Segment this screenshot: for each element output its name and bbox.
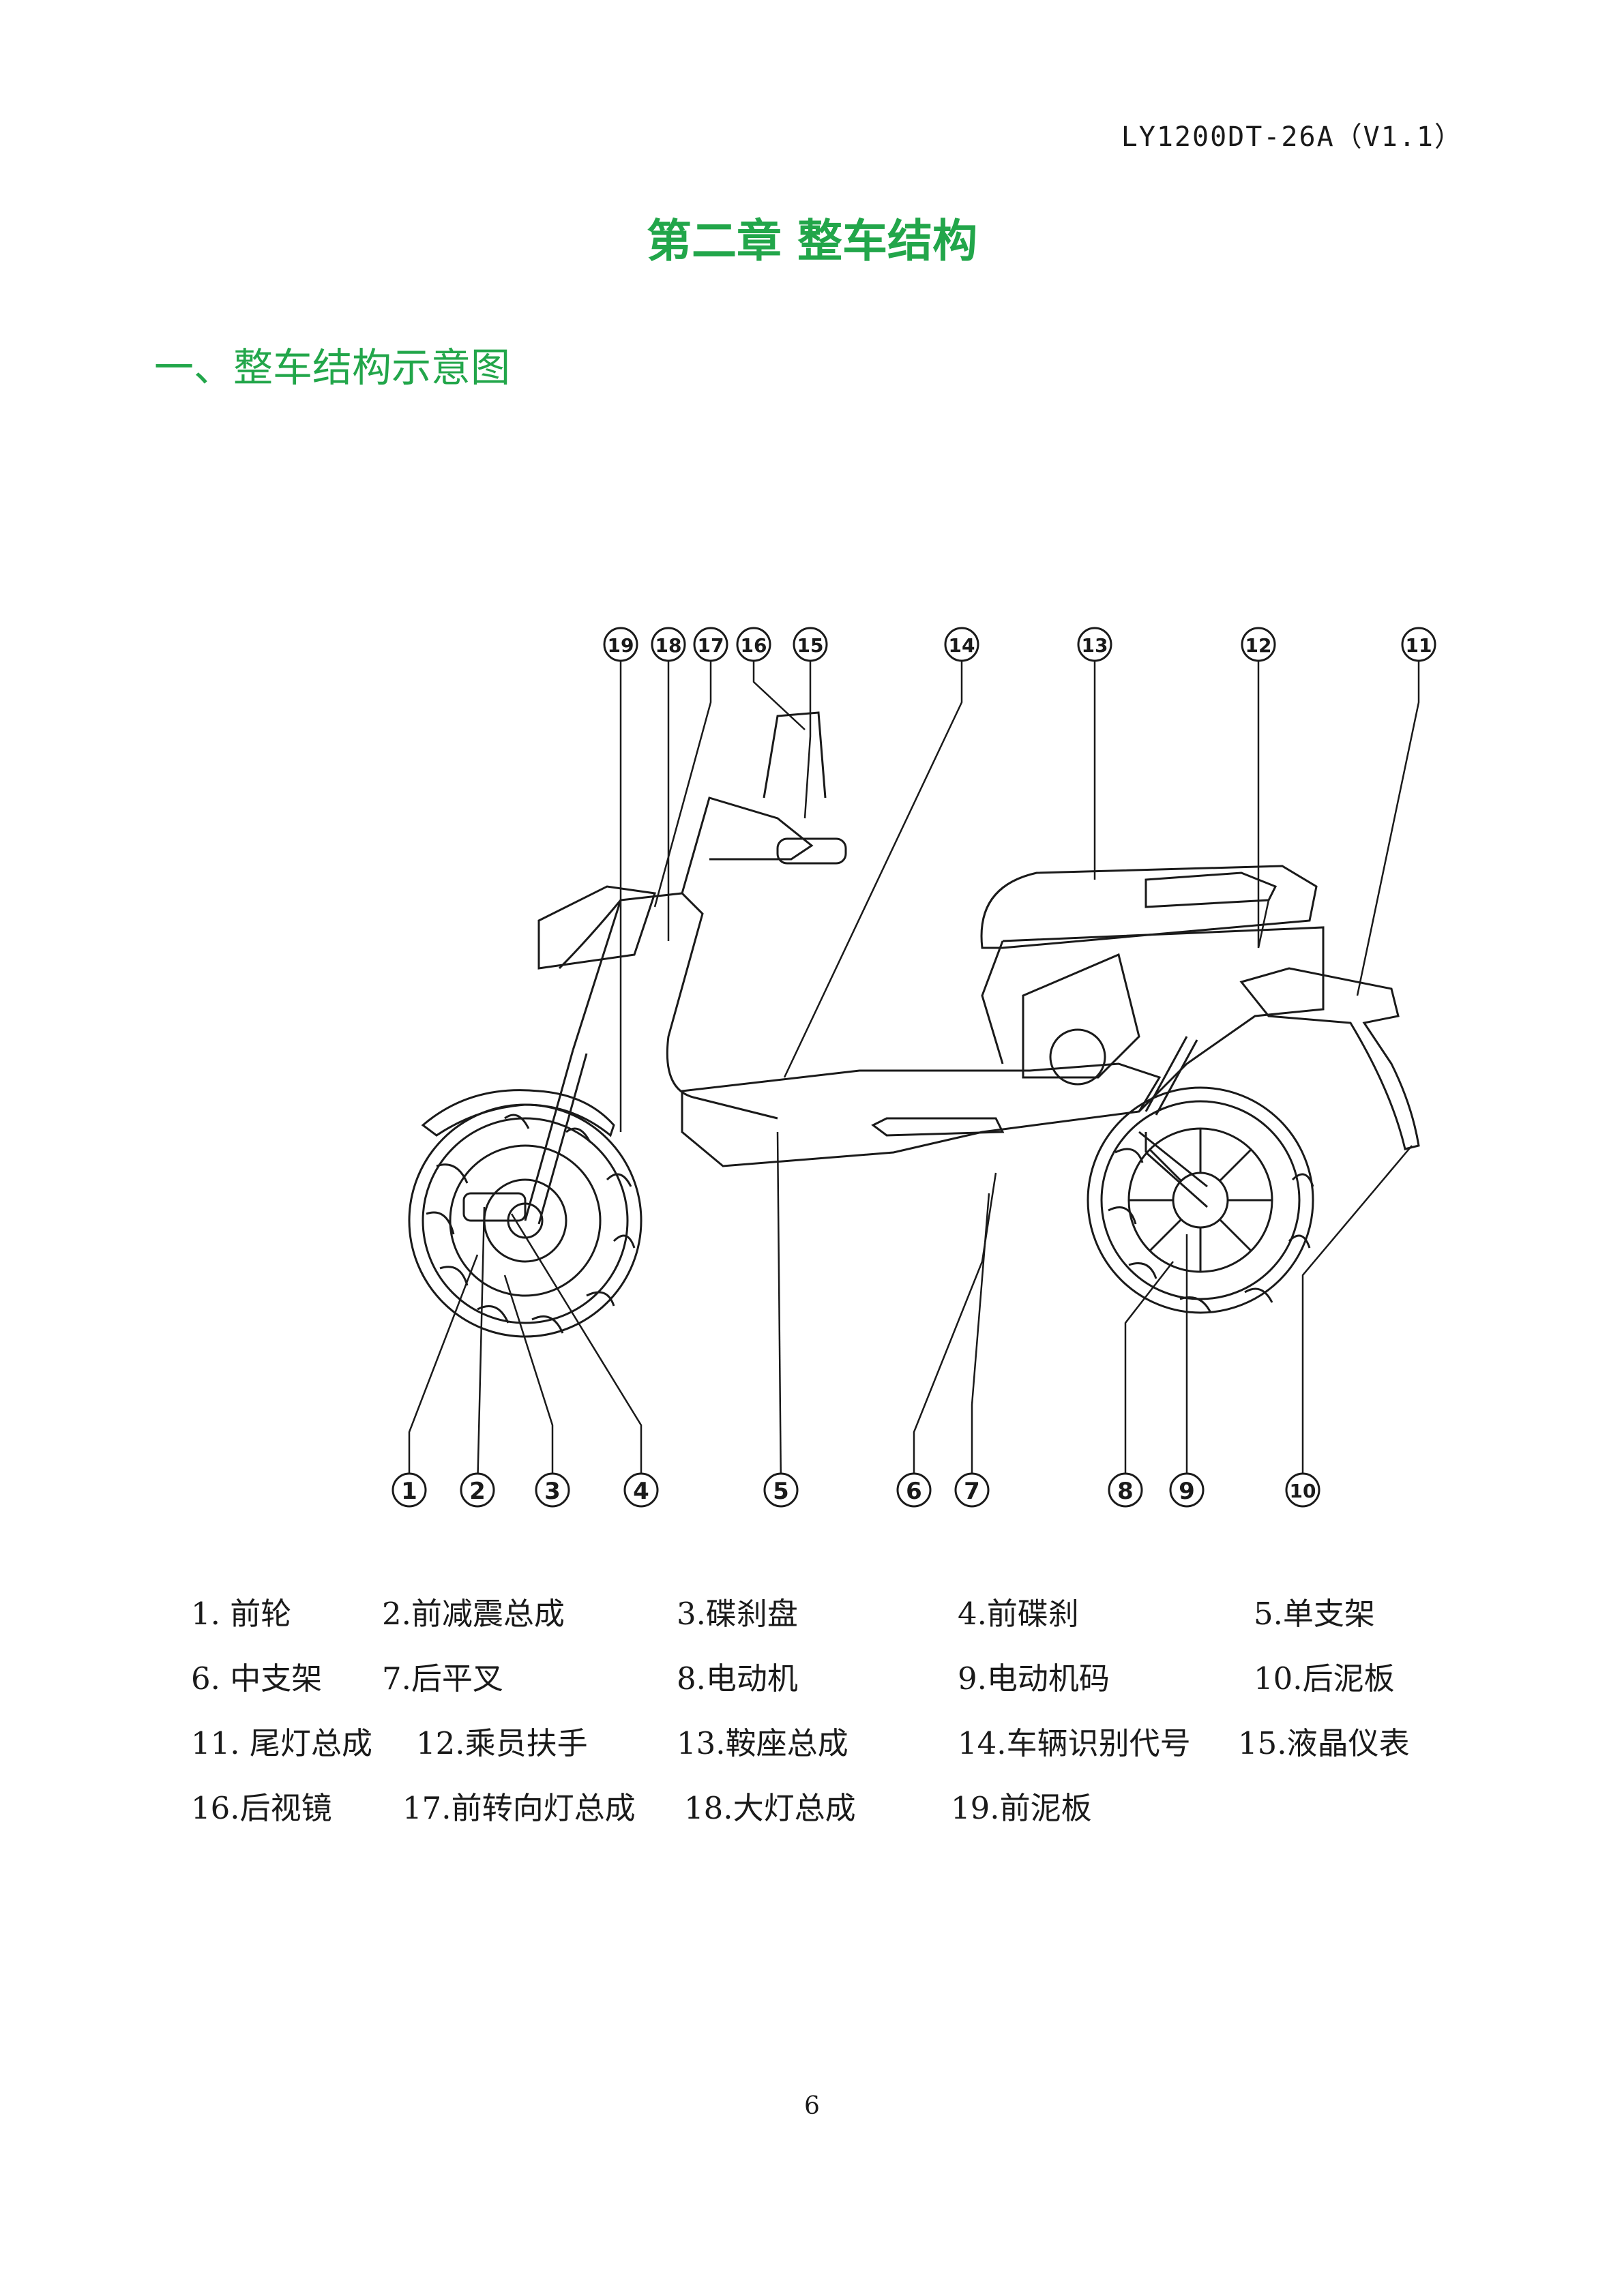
callout-6: 6: [896, 1472, 932, 1508]
callouts: 1 2 3 4 5 6 7 8 9 10 11 12 13 14 15 16 1…: [392, 627, 1436, 1508]
callout-14: 14: [944, 627, 979, 662]
legend-item: 9.电动机码: [958, 1660, 1110, 1697]
rear-wheel: [1087, 1086, 1314, 1314]
svg-text:1: 1: [401, 1478, 417, 1505]
svg-text:6: 6: [906, 1478, 922, 1505]
legend-row: 1. 前轮 2.前减震总成 3.碟刹盘 4.前碟刹 5.单支架: [191, 1589, 1487, 1654]
callout-12: 12: [1241, 627, 1276, 662]
callout-4: 4: [623, 1472, 659, 1508]
callout-8: 8: [1108, 1472, 1143, 1508]
legend-row: 16.后视镜 17.前转向灯总成 18.大灯总成 19.前泥板: [191, 1783, 1487, 1848]
legend-item: 3.碟刹盘: [677, 1596, 798, 1632]
legend-row: 11. 尾灯总成 12.乘员扶手 13.鞍座总成 14.车辆识别代号 15.液晶…: [191, 1718, 1487, 1783]
seat: [980, 865, 1318, 949]
svg-text:10: 10: [1290, 1480, 1316, 1502]
front-fender: [421, 1089, 615, 1137]
swing-arm: [1138, 1131, 1208, 1208]
legend-item: 11. 尾灯总成: [191, 1725, 372, 1761]
callout-10: 10: [1285, 1472, 1320, 1508]
legend-item: 5.单支架: [1254, 1596, 1375, 1632]
callout-9: 9: [1169, 1472, 1205, 1508]
svg-text:13: 13: [1082, 634, 1108, 657]
legend-item: 14.车辆识别代号: [958, 1725, 1191, 1761]
legend-item: 18.大灯总成: [684, 1790, 856, 1826]
legend-item: 16.后视镜: [191, 1790, 332, 1826]
chapter-title: 第二章 整车结构: [647, 215, 977, 267]
legend-item: 19.前泥板: [951, 1790, 1092, 1826]
legend-item: 4.前碟刹: [958, 1596, 1079, 1632]
svg-text:19: 19: [608, 634, 634, 657]
brake-caliper: [462, 1192, 527, 1222]
legend-item: 6. 中支架: [191, 1660, 323, 1697]
callout-17: 17: [693, 627, 728, 662]
front-body: [558, 892, 778, 1120]
motor-cover: [1049, 1028, 1106, 1086]
rear-shock: [1145, 1036, 1198, 1116]
svg-text:5: 5: [773, 1478, 789, 1505]
svg-text:3: 3: [544, 1478, 561, 1505]
legend-row: 6. 中支架 7.后平叉 8.电动机 9.电动机码 10.后泥板: [191, 1654, 1487, 1718]
passenger-rail: [1145, 871, 1278, 908]
callout-18: 18: [651, 627, 686, 662]
front-fork: [524, 1049, 588, 1225]
grip: [776, 837, 847, 865]
callout-11: 11: [1401, 627, 1436, 662]
callout-2: 2: [460, 1472, 495, 1508]
section-title: 一、整车结构示意图: [154, 344, 511, 391]
page-number: 6: [804, 2092, 820, 2120]
callout-5: 5: [763, 1472, 799, 1508]
callout-13: 13: [1077, 627, 1112, 662]
legend-item: 10.后泥板: [1254, 1660, 1395, 1697]
mirror: [763, 711, 827, 799]
svg-text:16: 16: [741, 634, 767, 657]
svg-text:17: 17: [698, 634, 724, 657]
rear-fender: [1239, 967, 1420, 1150]
svg-text:8: 8: [1117, 1478, 1134, 1505]
side-stand: [871, 1117, 1005, 1137]
svg-text:9: 9: [1179, 1478, 1195, 1505]
headlight-panel: [537, 885, 656, 970]
svg-text:11: 11: [1406, 634, 1432, 657]
callout-16: 16: [736, 627, 771, 662]
legend-item: 13.鞍座总成: [677, 1725, 848, 1761]
svg-text:14: 14: [949, 634, 975, 657]
leader-lines: [408, 644, 1420, 1491]
legend-item: 15.液晶仪表: [1238, 1725, 1410, 1761]
document-code: LY1200DT-26A（V1.1）: [1121, 121, 1463, 153]
scooter-drawing: [408, 711, 1420, 1338]
legend-item: 17.前转向灯总成: [402, 1790, 636, 1826]
svg-text:2: 2: [469, 1478, 486, 1505]
legend-item: 7.后平叉: [382, 1660, 503, 1697]
parts-legend: 1. 前轮 2.前减震总成 3.碟刹盘 4.前碟刹 5.单支架 6. 中支架 7…: [191, 1589, 1487, 1848]
callout-15: 15: [793, 627, 828, 662]
svg-text:12: 12: [1245, 634, 1272, 657]
legend-item: 2.前减震总成: [382, 1596, 565, 1632]
legend-item: 12.乘员扶手: [416, 1725, 588, 1761]
callout-1: 1: [392, 1472, 427, 1508]
callout-7: 7: [954, 1472, 990, 1508]
legend-item: 8.电动机: [677, 1660, 798, 1697]
callout-19: 19: [603, 627, 638, 662]
callout-3: 3: [535, 1472, 570, 1508]
floor-board: [681, 1062, 1162, 1167]
handlebar: [681, 796, 814, 894]
rear-body: [981, 926, 1325, 1113]
svg-text:4: 4: [633, 1478, 649, 1505]
svg-text:18: 18: [655, 634, 682, 657]
scooter-structure-diagram: 1 2 3 4 5 6 7 8 9 10 11 12 13 14 15 16 1…: [392, 627, 1436, 1508]
legend-item: 1. 前轮: [191, 1596, 292, 1632]
svg-text:7: 7: [964, 1478, 980, 1505]
svg-text:15: 15: [797, 634, 824, 657]
